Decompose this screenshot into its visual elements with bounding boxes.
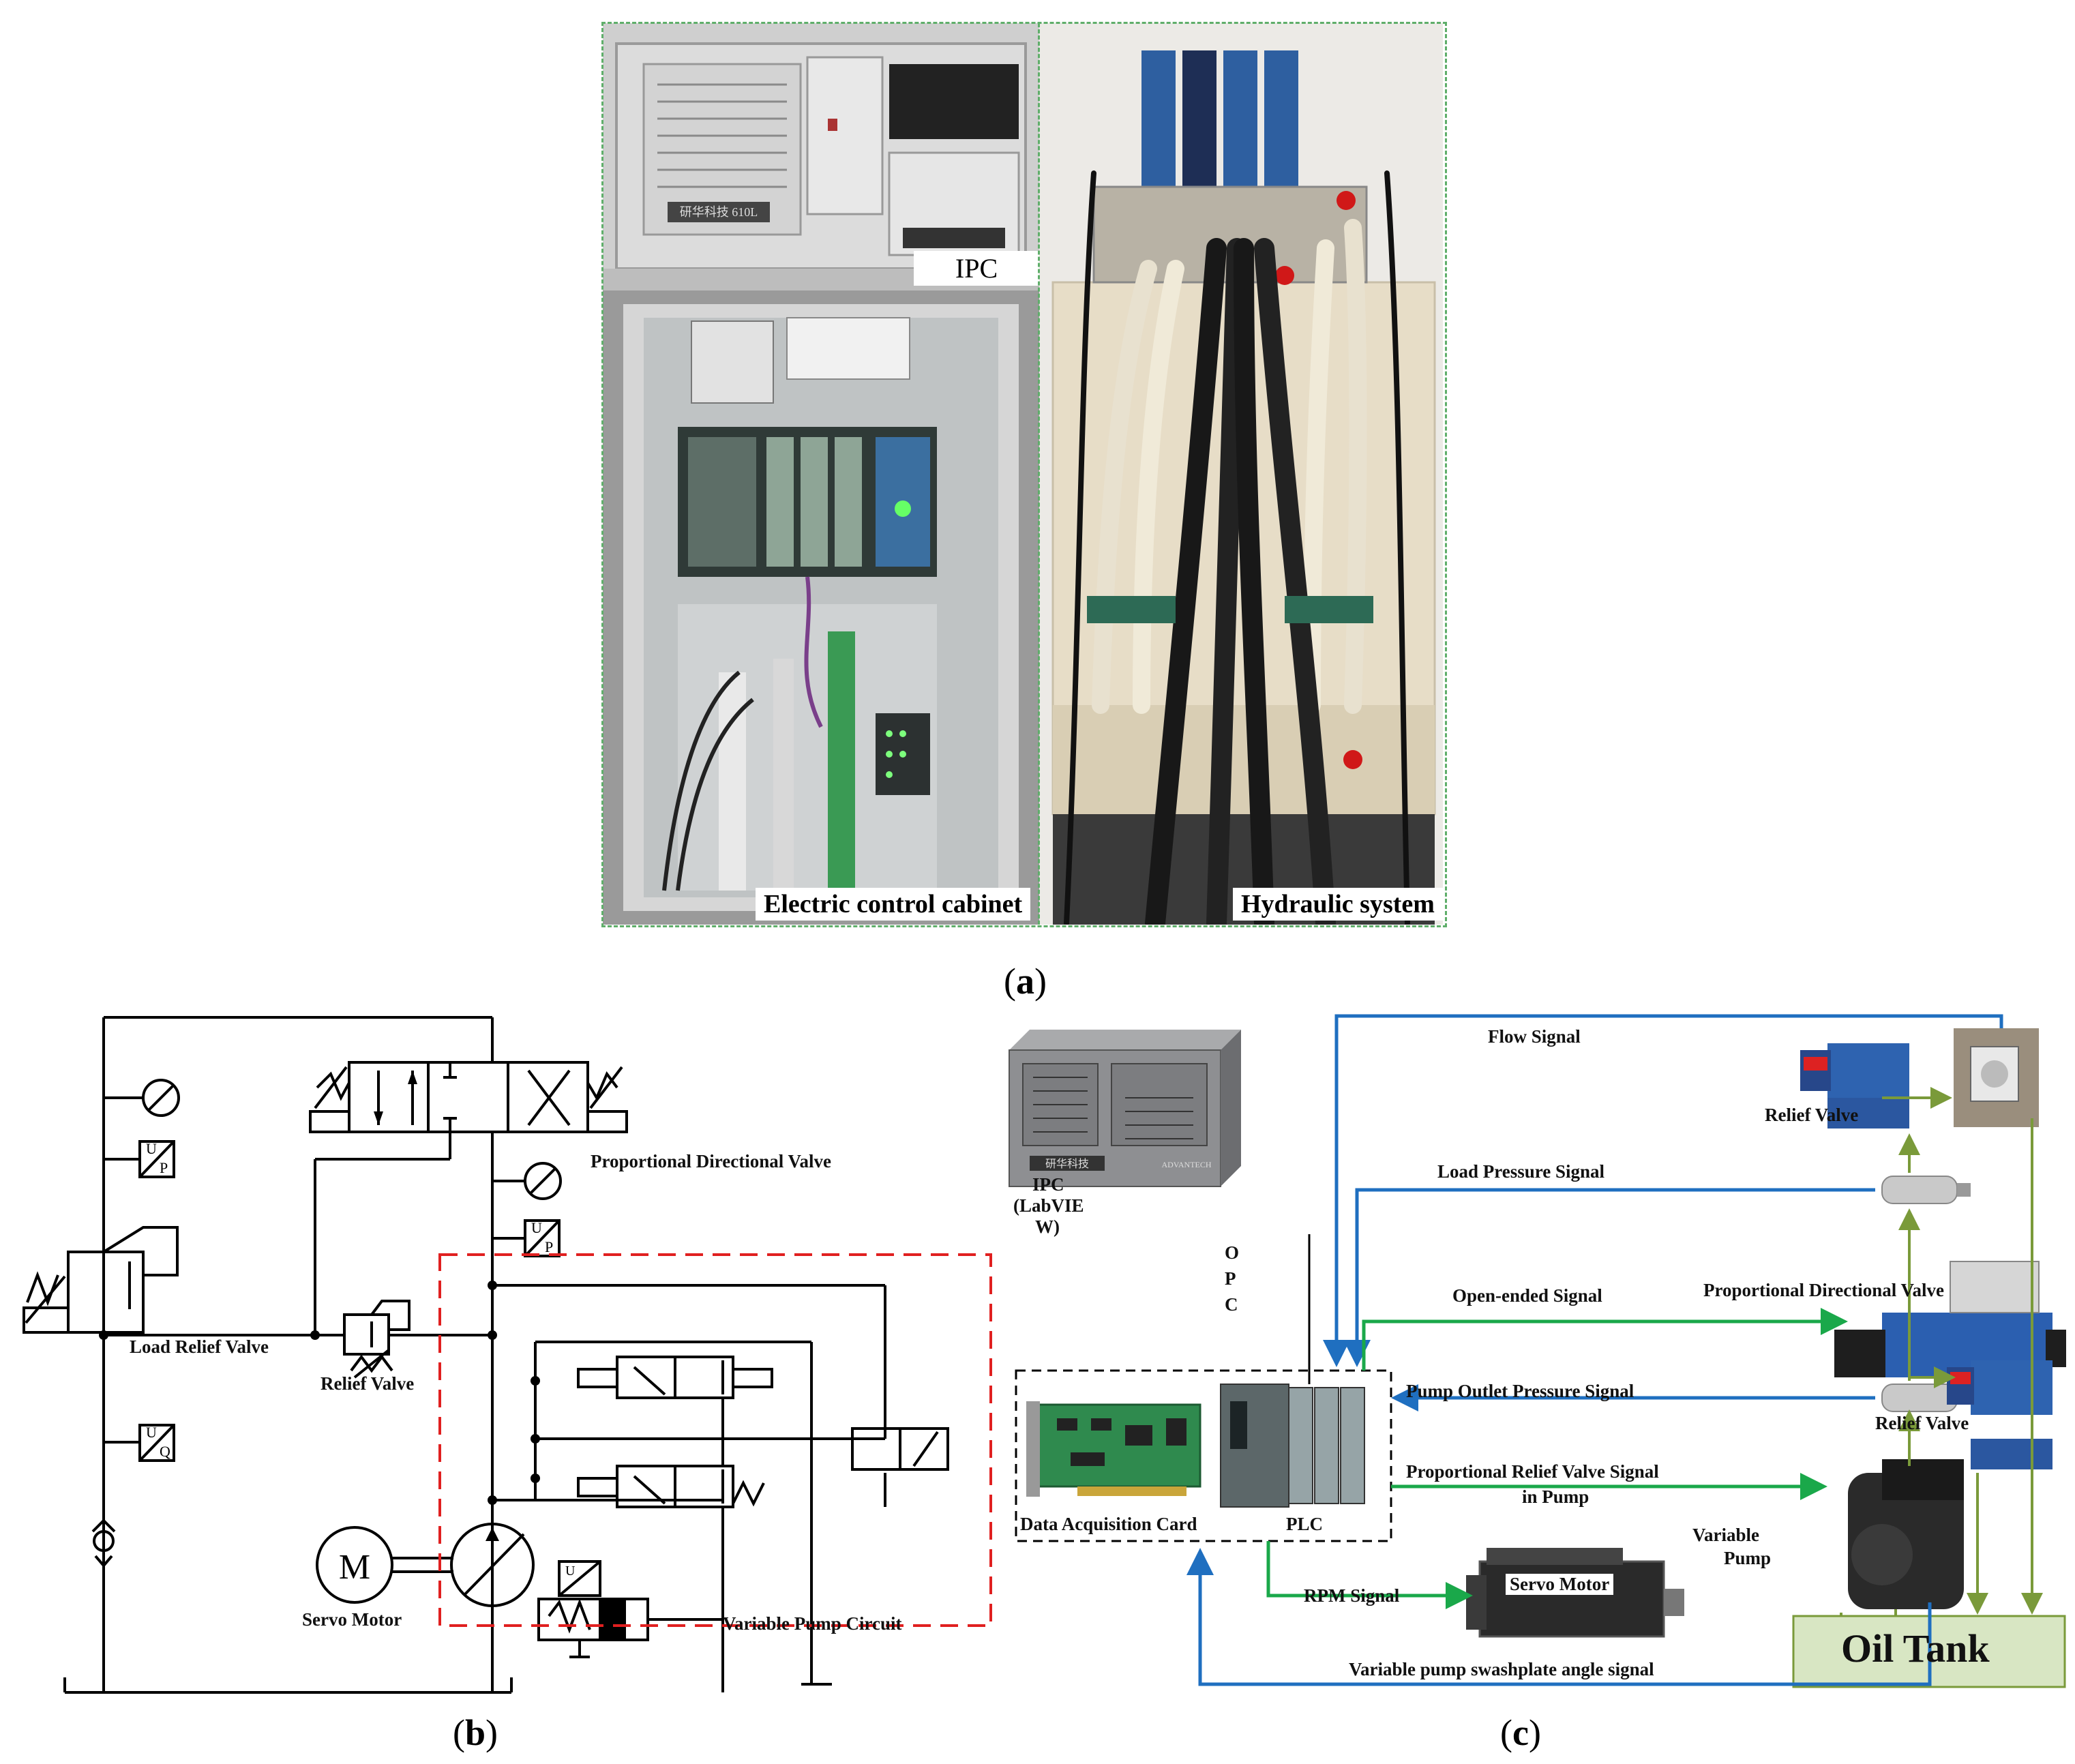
label-relief-valve-bottom: Relief Valve (1875, 1413, 1969, 1433)
relief-valve-top-image (1800, 1043, 1909, 1128)
cabinet-photo-illustration (603, 290, 1039, 925)
caption-c-letter: c (1512, 1712, 1529, 1753)
ipc-computer-image: 研华科技 ADVANTECH (1009, 1030, 1241, 1187)
caption-c: (c) (1500, 1712, 1541, 1753)
uq-sub: Q (160, 1443, 170, 1460)
label-flow-signal: Flow Signal (1488, 1026, 1581, 1047)
ipc-photo-illustration: 研华科技 610L (603, 23, 1039, 290)
load-pressure-sensor-image (1881, 1176, 1971, 1204)
label-relief-valve-signal-1: Proportional Relief Valve Signal (1406, 1461, 1659, 1482)
uq-symbol: U (146, 1424, 157, 1441)
up-symbol-1: U (146, 1140, 157, 1157)
label-proportional-directional-valve-c: Proportional Directional Valve (1703, 1280, 1944, 1300)
label-ipc-1: IPC (1032, 1174, 1064, 1195)
label-relief-valve: Relief Valve (320, 1373, 415, 1394)
label-variable-pump-2: Pump (1721, 1548, 1774, 1569)
up-sub-1: P (160, 1159, 168, 1176)
caption-a: (a) (1004, 961, 1047, 1002)
cabinet-photo-label: Electric control cabinet (756, 888, 1031, 921)
caption-b: (b) (453, 1712, 498, 1753)
label-oil-tank: Oil Tank (1841, 1626, 1990, 1671)
label-load-relief-valve: Load Relief Valve (130, 1336, 269, 1357)
advantech-text: ADVANTECH (1161, 1160, 1211, 1169)
daq-card-image (1026, 1401, 1201, 1497)
rpm-signal-line (1266, 1541, 1473, 1609)
label-plc: PLC (1286, 1514, 1323, 1534)
hydraulic-photo (1039, 23, 1443, 925)
label-ipc-3: W) (1035, 1216, 1060, 1237)
label-servo-motor-c: Servo Motor (1506, 1574, 1614, 1595)
flow-meter-image (1954, 1028, 2039, 1127)
ipc-brand-text: 研华科技 610L (680, 205, 758, 219)
label-ipc-2: (LabVIE (1013, 1195, 1084, 1216)
label-pump-outlet-pressure-signal: Pump Outlet Pressure Signal (1406, 1381, 1634, 1401)
label-variable-pump-1: Variable (1690, 1525, 1763, 1546)
flow-signal-line (1323, 1014, 2003, 1367)
ipc-photo-label: IPC (914, 251, 1039, 286)
panel-a-border (601, 22, 1447, 927)
pump-control-block (599, 1599, 626, 1640)
ipc-brand-text-c: 研华科技 (1045, 1158, 1089, 1170)
hydraulic-schematic: M U P U P U Q U (23, 1016, 992, 1694)
ipc-photo: 研华科技 610L (603, 23, 1039, 290)
label-proportional-directional-valve: Proportional Directional Valve (591, 1151, 831, 1171)
label-opc-o: O (1225, 1242, 1240, 1263)
motor-symbol: M (339, 1548, 370, 1587)
cabinet-photo (603, 290, 1039, 925)
caption-a-letter: a (1015, 961, 1034, 1002)
label-servo-motor: Servo Motor (302, 1609, 402, 1630)
label-opc-p: P (1225, 1268, 1236, 1289)
label-relief-valve-signal-2: in Pump (1522, 1486, 1589, 1507)
swashplate-signal-line (1186, 1548, 1932, 1686)
label-open-ended-signal: Open-ended Signal (1452, 1285, 1602, 1306)
plc-image (1220, 1384, 1365, 1508)
label-opc-c: C (1225, 1294, 1238, 1315)
open-ended-signal-line (1362, 1308, 1848, 1371)
daq-plc-box (1015, 1369, 1392, 1542)
label-data-acquisition-card: Data Acquisition Card (1020, 1514, 1197, 1534)
variable-pump-image (1848, 1459, 1964, 1609)
caption-b-letter: b (464, 1712, 486, 1753)
hydraulic-photo-illustration (1039, 23, 1443, 925)
hydraulic-photo-label: Hydraulic system (1233, 888, 1443, 921)
label-load-pressure-signal: Load Pressure Signal (1437, 1161, 1605, 1182)
relief-valve-bottom-image (1947, 1360, 2052, 1469)
panel-a-divider (1038, 23, 1040, 925)
load-pressure-signal-line (1343, 1188, 1875, 1367)
system-diagram: 研华科技 ADVANTECH (1009, 1014, 2066, 1688)
proportional-directional-valve-image (1834, 1261, 2066, 1377)
up-sub-2: P (545, 1238, 553, 1255)
label-swashplate-signal: Variable pump swashplate angle signal (1349, 1659, 1654, 1679)
variable-pump-circuit-box (438, 1253, 992, 1627)
label-variable-pump-circuit: Variable Pump Circuit (723, 1613, 902, 1634)
label-rpm-signal: RPM Signal (1304, 1585, 1400, 1606)
label-relief-valve-top: Relief Valve (1765, 1105, 1859, 1125)
swashplate-symbol: U (565, 1564, 576, 1579)
up-symbol-2: U (531, 1219, 542, 1236)
